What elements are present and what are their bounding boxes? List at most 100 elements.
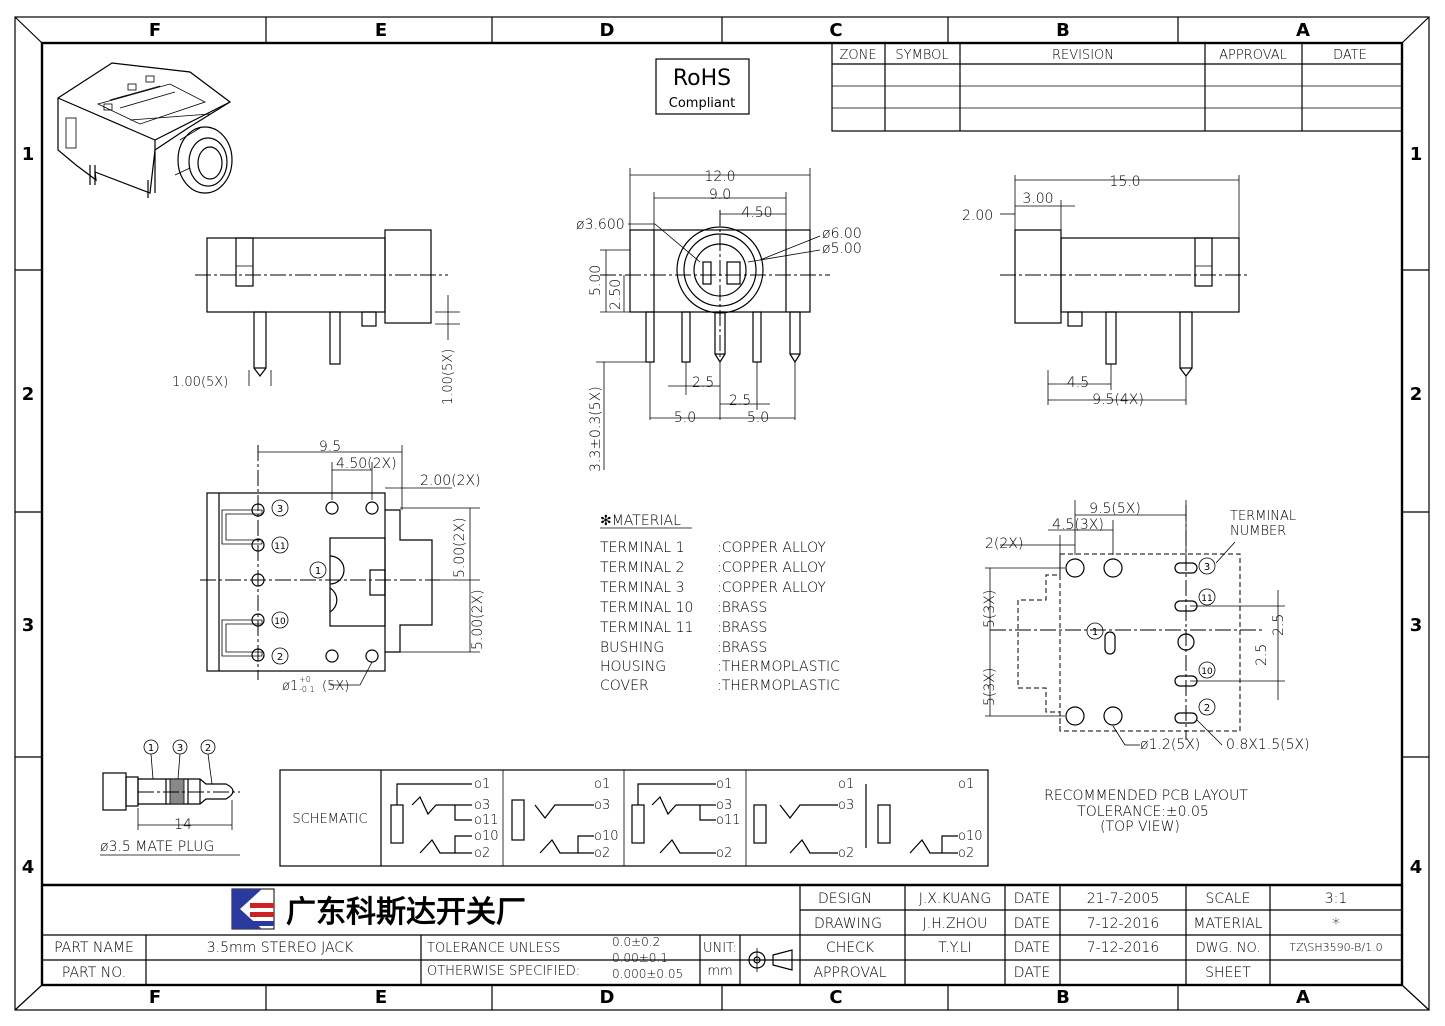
dim-pin-width: 1.00(5X) — [172, 375, 228, 390]
dim-height-500: 5.00 — [588, 265, 604, 296]
sch4-pin2: o2 — [838, 846, 854, 861]
pcb-pin-3: 3 — [1204, 562, 1210, 573]
dim-bottom-hole-count: (5X) — [322, 679, 349, 694]
scale-label: SCALE — [1206, 891, 1251, 907]
design-name: J.X.KUANG — [919, 891, 992, 907]
projection-symbol-icon — [745, 948, 793, 972]
tolerance-label-1: TOLERANCE UNLESS — [427, 941, 560, 956]
sch3-pin1: o1 — [716, 777, 732, 792]
dwg-no-value: TZ\SH3590-B/1.0 — [1289, 941, 1382, 954]
title-block: 广东科斯达开关厂 DESIGN J.X.KUANG DATE 21-7-2005… — [42, 883, 1402, 985]
dim-pcb-25a: 2.5 — [1271, 614, 1287, 636]
sch1-pin1: o1 — [474, 777, 490, 792]
row-label-2: 2 — [22, 384, 35, 405]
material-value-0: :COPPER ALLOY — [717, 540, 826, 556]
design-label: DESIGN — [818, 891, 872, 907]
material-value-7: :THERMOPLASTIC — [717, 678, 840, 694]
drawing-label: DRAWING — [814, 916, 882, 932]
company-name: 广东科斯达开关厂 — [286, 895, 526, 930]
material-key-5: BUSHING — [600, 640, 664, 656]
sch4-pin3: o3 — [838, 798, 854, 813]
dim-pcb-95: 9.5(5X) — [1089, 501, 1141, 517]
check-date: 7-12-2016 — [1087, 940, 1159, 956]
sch1-pin11: o11 — [474, 813, 499, 828]
dwg-no-label: DWG. NO. — [1196, 941, 1261, 956]
dim-pin-length: 3.3±0.3(5X) — [588, 386, 604, 472]
material-key-0: TERMINAL 1 — [600, 540, 685, 556]
schematic-label: SCHEMATIC — [292, 812, 367, 827]
col-label-a-bottom: A — [1296, 987, 1310, 1008]
col-label-e: E — [375, 20, 387, 41]
sch1-pin2: o2 — [474, 846, 490, 861]
material-key-2: TERMINAL 3 — [600, 580, 685, 596]
rohs-title: RoHS — [673, 66, 731, 91]
dim-bushing-3: 3.00 — [1022, 191, 1053, 207]
dim-bottom-95: 9.5 — [319, 439, 341, 455]
pcb-terminal-label-2: NUMBER — [1230, 524, 1286, 539]
bottom-pin-2: 2 — [277, 652, 283, 663]
pcb-layout: 3 11 1 10 2 9.5(5X) 4.5(3X) 2(2X) 5(3X) … — [982, 500, 1310, 835]
row-label-4: 4 — [22, 857, 35, 878]
part-name-value: 3.5mm STEREO JACK — [207, 940, 354, 956]
revision-header-approval: APPROVAL — [1219, 48, 1287, 63]
plug-pin-1: 1 — [148, 743, 154, 754]
material-key-3: TERMINAL 10 — [600, 600, 693, 616]
revision-header-revision: REVISION — [1052, 48, 1114, 63]
col-label-c: C — [829, 20, 842, 41]
drawing-name: J.H.ZHOU — [923, 916, 988, 932]
col-label-f: F — [149, 20, 161, 41]
material-key-6: HOUSING — [600, 659, 666, 675]
approval-label: APPROVAL — [813, 965, 886, 981]
material-value-5: :BRASS — [717, 640, 767, 656]
dim-pcb-hole: ø1.2(5X) — [1140, 737, 1200, 753]
material-list: ✻MATERIAL TERMINAL 1 :COPPER ALLOY TERMI… — [600, 513, 840, 694]
dim-pcb-45: 4.5(3X) — [1052, 517, 1104, 533]
revision-table: ZONE SYMBOL REVISION APPROVAL DATE — [831, 42, 1403, 132]
right-side-view: 15.0 3.00 2.00 4.5 9.5(4X) — [962, 174, 1250, 408]
plug-label: ø3.5 MATE PLUG — [100, 839, 214, 855]
unit-label: UNIT: — [703, 941, 737, 956]
material-key-1: TERMINAL 2 — [600, 560, 685, 576]
col-label-e-bottom: E — [375, 987, 387, 1008]
dim-pitch-50b: 5.0 — [747, 410, 769, 426]
row-label-1: 1 — [22, 144, 35, 165]
rohs-subtitle: Compliant — [669, 96, 735, 111]
scale-value: 3:1 — [1325, 891, 1348, 907]
bottom-view: 3 11 1 10 2 9.5 4.50(2X) 2.00(2X) 5.00(2… — [200, 439, 486, 694]
dim-flange-2: 2.00 — [962, 208, 993, 224]
material-value-6: :THERMOPLASTIC — [717, 659, 840, 675]
col-label-f-bottom: F — [149, 987, 161, 1008]
tolerance-value-2: 0.00±0.1 — [612, 951, 668, 965]
dim-pcb-5b: 5(3X) — [982, 668, 998, 706]
pcb-pin-2: 2 — [1204, 703, 1210, 714]
sch1-pin10: o10 — [474, 829, 499, 844]
dim-width-9: 9.0 — [709, 187, 731, 203]
revision-header-symbol: SYMBOL — [895, 48, 948, 63]
unit-value: mm — [707, 964, 732, 979]
dim-pcb-2: 2(2X) — [985, 536, 1023, 552]
sch2-pin2: o2 — [594, 846, 610, 861]
mate-plug: 1 3 2 14 ø3.5 MATE PLUG — [100, 739, 240, 856]
col-label-b: B — [1056, 20, 1070, 41]
sch3-pin3: o3 — [716, 798, 732, 813]
sch3-pin2: o2 — [716, 846, 732, 861]
dim-bottom-20: 2.00(2X) — [420, 473, 481, 489]
bottom-pin-10: 10 — [274, 617, 286, 627]
pcb-terminal-label-1: TERMINAL — [1230, 509, 1296, 524]
material-value-1: :COPPER ALLOY — [717, 560, 826, 576]
bottom-pin-1: 1 — [315, 566, 321, 577]
row-label-2-right: 2 — [1410, 384, 1423, 405]
sch3-pin11: o11 — [716, 813, 741, 828]
pcb-note-tolerance: TOLERANCE:±0.05 — [1077, 804, 1209, 820]
dim-plug-length: 14 — [174, 817, 192, 833]
tolerance-value-1: 0.0±0.2 — [612, 935, 660, 949]
pcb-pin-10: 10 — [1201, 667, 1213, 677]
front-view: 12.0 9.0 4.50 ø3.600 ø6.00 ø5.00 5.00 2.… — [576, 168, 862, 472]
check-name: T.Y.LI — [938, 940, 971, 956]
dim-bottom-50a: 5.00(2X) — [452, 517, 468, 578]
isometric-view — [57, 62, 233, 198]
row-label-3-right: 3 — [1410, 615, 1423, 636]
col-label-d: D — [600, 20, 615, 41]
tolerance-label-2: OTHERWISE SPECIFIED: — [427, 964, 580, 979]
